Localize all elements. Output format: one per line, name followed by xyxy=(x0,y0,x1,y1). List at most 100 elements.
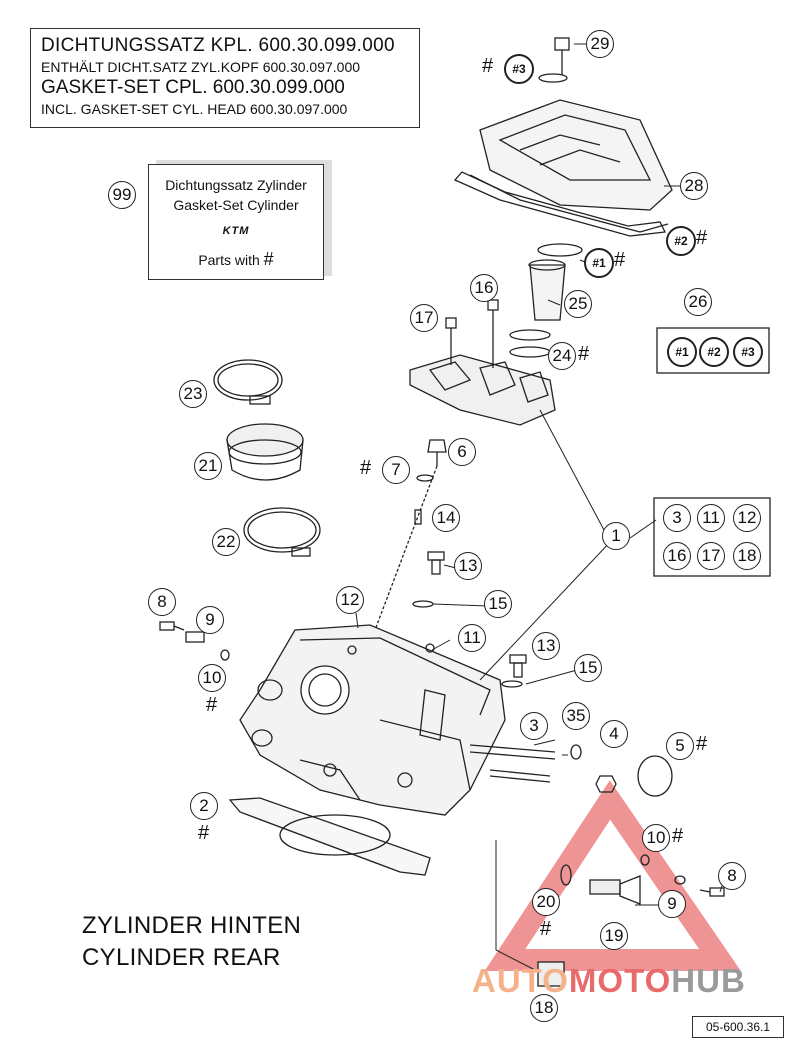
plug-18 xyxy=(537,961,565,987)
callout-15-25: 15 xyxy=(574,654,602,682)
group-26-item-h3: #3 xyxy=(733,337,763,367)
callout-20-33: 20 xyxy=(532,888,560,916)
callout-26-9: 26 xyxy=(684,288,712,316)
cylinder-head xyxy=(239,624,506,816)
washer-10-right xyxy=(640,854,650,866)
callout-13-17: 13 xyxy=(454,552,482,580)
callout-17-8: 17 xyxy=(410,304,438,332)
callout-22-12: 22 xyxy=(212,528,240,556)
callout-15-18: 15 xyxy=(484,590,512,618)
header-line-1: DICHTUNGSSATZ KPL. 600.30.099.000 xyxy=(41,35,395,56)
callout-8-32: 8 xyxy=(718,862,746,890)
watermark-text: AUTOMOTOHUB xyxy=(472,962,746,1000)
gasket-set-header-box: DICHTUNGSSATZ KPL. 600.30.099.000 ENTHÄL… xyxy=(30,28,420,128)
washer-15-right xyxy=(501,680,523,688)
valve-cover xyxy=(469,99,673,233)
ktm-logo: KTM xyxy=(222,225,250,237)
callout-5-29: 5 xyxy=(666,732,694,760)
group-26-item-h2: #2 xyxy=(699,337,729,367)
group-26-box xyxy=(656,327,770,374)
header-line-3: GASKET-SET CPL. 600.30.099.000 xyxy=(41,77,345,98)
o-ring-5 xyxy=(637,755,673,797)
callout-10-23: 10 xyxy=(198,664,226,692)
callout-1-16: 1 xyxy=(602,522,630,550)
bolt-16 xyxy=(487,299,499,368)
callout-28-2: 28 xyxy=(680,172,708,200)
callout-23-10: 23 xyxy=(179,380,207,408)
callout-29-0: 29 xyxy=(586,30,614,58)
hose-clamp-23 xyxy=(213,359,283,405)
callout-21-11: 21 xyxy=(194,452,222,480)
callout-24-6: 24 xyxy=(548,342,576,370)
callout-h1-4: #1 xyxy=(584,248,614,278)
group-1-box xyxy=(653,497,771,577)
hose-clamp-22 xyxy=(243,507,321,557)
stud-3a xyxy=(469,744,556,760)
document-reference: 05-600.36.1 xyxy=(692,1016,784,1038)
washer-20 xyxy=(560,864,572,886)
valve-cap-6 xyxy=(427,439,447,466)
hash-mark-4: # xyxy=(614,249,626,271)
diagram-title: ZYLINDER HINTEN CYLINDER REAR xyxy=(82,910,301,974)
hash-mark-14: # xyxy=(360,457,372,479)
callout-12-19: 12 xyxy=(336,586,364,614)
hash-mark-33: # xyxy=(540,918,552,940)
sensor-8-right xyxy=(699,887,725,897)
spark-plug-tube xyxy=(528,259,566,321)
watermark-part-3: HUB xyxy=(671,962,746,999)
pin-14 xyxy=(414,509,422,525)
watermark-part-2: MOTO xyxy=(568,962,672,999)
cover-gasket xyxy=(453,171,666,237)
hash-mark-1: # xyxy=(482,55,494,77)
callout-4-28: 4 xyxy=(600,720,628,748)
title-line-2: CYLINDER REAR xyxy=(82,944,281,971)
title-line-1: ZYLINDER HINTEN xyxy=(82,912,302,939)
callout-h2-3: #2 xyxy=(666,226,696,256)
callout-16-7: 16 xyxy=(470,274,498,302)
callout-9-34: 9 xyxy=(658,890,686,918)
camshaft-bridge xyxy=(409,354,556,426)
group-1-item-16: 16 xyxy=(663,542,691,570)
callout-14-15: 14 xyxy=(432,504,460,532)
shim-7 xyxy=(416,474,434,482)
group-26-item-h1: #1 xyxy=(667,337,697,367)
hash-mark-6: # xyxy=(578,343,590,365)
group-1-item-12: 12 xyxy=(733,504,761,532)
callout-18-36: 18 xyxy=(530,994,558,1022)
callout-8-21: 8 xyxy=(148,588,176,616)
header-line-2: ENTHÄLT DICHT.SATZ ZYL.KOPF 600.30.097.0… xyxy=(41,59,361,75)
sensor-8-left xyxy=(159,621,185,631)
group-1-item-3: 3 xyxy=(663,504,691,532)
cover-screw xyxy=(538,37,570,83)
hash-mark-29: # xyxy=(696,733,708,755)
head-gasket xyxy=(228,797,431,876)
o-ring-24a xyxy=(509,329,551,341)
hash-mark-3: # xyxy=(696,227,708,249)
seal-ring-1 xyxy=(537,243,583,257)
header-line-4: INCL. GASKET-SET CYL. HEAD 600.30.097.00… xyxy=(41,101,348,117)
kit-parts-with-label: Parts with # xyxy=(198,249,274,269)
stud-3b xyxy=(489,769,551,783)
callout-9-22: 9 xyxy=(196,606,224,634)
watermark-triangle xyxy=(484,780,741,971)
stud-13-top xyxy=(427,551,445,575)
group-1-item-17: 17 xyxy=(697,542,725,570)
callout-h3-1: #3 xyxy=(504,54,534,84)
hash-mark-31: # xyxy=(672,825,684,847)
watermark-part-1: AUTO xyxy=(472,962,569,999)
bolt-17 xyxy=(445,317,457,365)
sensor-19 xyxy=(589,875,641,905)
callout-3-26: 3 xyxy=(520,712,548,740)
callout-10-31: 10 xyxy=(642,824,670,852)
callout-7-14: 7 xyxy=(382,456,410,484)
cylinder-gasket-kit-box: Dichtungssatz Zylinder Gasket-Set Cylind… xyxy=(148,164,324,280)
callout-6-13: 6 xyxy=(448,438,476,466)
washer-15-top xyxy=(412,600,434,608)
sensor-9-left xyxy=(185,631,205,643)
group-1-item-18: 18 xyxy=(733,542,761,570)
callout-11-20: 11 xyxy=(458,624,486,652)
nut-9-right xyxy=(674,875,686,885)
group-1-item-11: 11 xyxy=(697,504,725,532)
